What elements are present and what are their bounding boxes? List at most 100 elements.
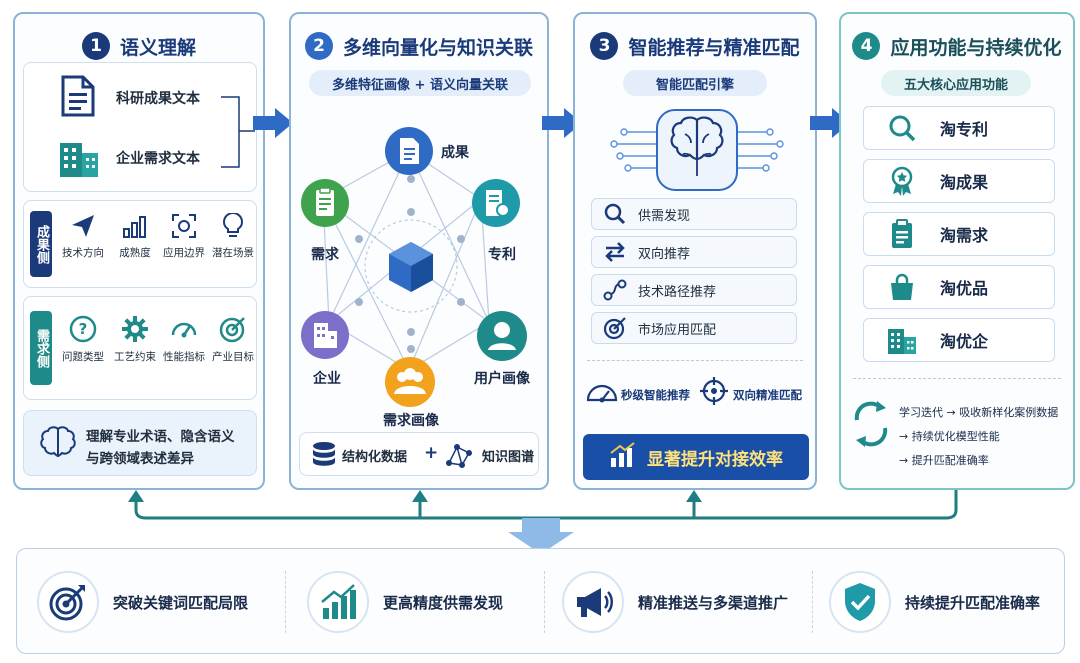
benefit-separator-2 bbox=[544, 571, 545, 633]
target-icon bbox=[219, 317, 245, 343]
speedometer-icon bbox=[171, 322, 197, 338]
efficiency-cta-button[interactable]: 显著提升对接效率 bbox=[583, 434, 809, 480]
panel4-title: 应用功能与持续优化 bbox=[890, 36, 1062, 59]
focus-frame-icon bbox=[172, 214, 196, 238]
cube-icon bbox=[389, 242, 433, 292]
engine-label: 智能匹配引擎 bbox=[623, 70, 767, 96]
building-icon bbox=[58, 139, 100, 183]
node-achievement-icon bbox=[384, 126, 434, 180]
demand-item-process-constraint: 工艺约束 bbox=[112, 315, 158, 364]
func-goods[interactable]: 淘优品 bbox=[863, 265, 1055, 309]
structured-data-label: 结构化数据 bbox=[342, 450, 408, 465]
panel3-title: 智能推荐与精准匹配 bbox=[628, 36, 800, 59]
paper-plane-icon bbox=[72, 215, 94, 237]
node-demand-label: 需求 bbox=[311, 247, 339, 263]
bar-chart-icon bbox=[123, 216, 146, 238]
node-enterprise-icon bbox=[300, 310, 350, 364]
ai-brain-icon bbox=[610, 109, 784, 191]
benefit-accuracy-improvement: 持续提升匹配准确率 bbox=[829, 571, 1040, 633]
semantic-summary-card: 理解专业术语、隐含语义 与跨领域表述差异 bbox=[23, 410, 257, 476]
achievement-side-tag: 成果侧 bbox=[30, 211, 52, 277]
demand-side-tag: 需求侧 bbox=[30, 311, 52, 385]
feature-fast-recommend: 秒级智能推荐 bbox=[621, 388, 690, 402]
match-item-two-way[interactable]: 双向推荐 bbox=[591, 236, 797, 268]
panel2-title: 多维向量化与知识关联 bbox=[342, 36, 533, 59]
knowledge-graph-label: 知识图谱 bbox=[482, 450, 535, 465]
panel2-subtitle: 多维特征画像 + 语义向量关联 bbox=[309, 70, 531, 96]
panel1-title: 语义理解 bbox=[119, 36, 196, 59]
input-research-text: 科研成果文本 bbox=[116, 91, 200, 107]
step-number-2: 2 bbox=[304, 32, 333, 60]
func-demand[interactable]: 淘需求 bbox=[863, 212, 1055, 256]
merge-connector-lines bbox=[221, 96, 255, 168]
panel-semantic-understanding: 1 语义理解 科研成果文本 企业需求文本 成果侧 技术方向 成熟度 应用边界 bbox=[13, 12, 265, 490]
demand-item-industry-goal: 产业目标 bbox=[210, 315, 256, 364]
step-number-1: 1 bbox=[81, 32, 110, 60]
achieve-item-maturity: 成熟度 bbox=[112, 213, 158, 260]
match-item-market-application[interactable]: 市场应用匹配 bbox=[591, 312, 797, 344]
growth-chart-icon bbox=[609, 442, 637, 472]
summary-line-2: 与跨领域表述差异 bbox=[86, 451, 194, 467]
panel3-divider bbox=[587, 360, 803, 361]
benefit-separator-1 bbox=[285, 571, 286, 633]
panel-smart-matching: 3 智能推荐与精准匹配 智能匹配引擎 供需发现 双向推荐 技术路径推荐 市场应用… bbox=[573, 12, 817, 490]
node-demand-portrait-icon bbox=[384, 356, 436, 412]
loop-step-1: 学习迭代 → 吸收新样化案例数据 bbox=[899, 406, 1059, 419]
achieve-item-boundary: 应用边界 bbox=[160, 213, 208, 260]
benefits-bar: 突破关键词匹配局限 更高精度供需发现 精准推送与多渠道推广 持续提升匹配准确率 bbox=[16, 548, 1065, 654]
panel4-subtitle: 五大核心应用功能 bbox=[881, 70, 1031, 96]
question-icon: ? bbox=[69, 315, 97, 343]
panel4-header: 4 应用功能与持续优化 bbox=[841, 28, 1073, 64]
node-user-portrait-label: 用户画像 bbox=[474, 371, 530, 387]
search-icon bbox=[864, 114, 940, 142]
node-patent-label: 专利 bbox=[488, 247, 516, 263]
node-demand-portrait-label: 需求画像 bbox=[383, 413, 439, 429]
lightbulb-icon bbox=[222, 213, 244, 237]
summary-line-1: 理解专业术语、隐含语义 bbox=[86, 429, 235, 445]
benefit-precision-discovery: 更高精度供需发现 bbox=[307, 571, 503, 633]
node-user-portrait-icon bbox=[476, 310, 528, 366]
match-item-tech-path[interactable]: 技术路径推荐 bbox=[591, 274, 797, 306]
panel-application-optimization: 4 应用功能与持续优化 五大核心应用功能 淘专利 淘成果 淘需求 淘优品 淘优企… bbox=[839, 12, 1075, 490]
node-enterprise-label: 企业 bbox=[313, 371, 341, 387]
database-icon bbox=[312, 441, 336, 473]
clipboard-icon bbox=[864, 219, 940, 249]
panel2-header: 2 多维向量化与知识关联 bbox=[291, 28, 547, 64]
plus-sign: + bbox=[424, 443, 439, 463]
func-patent[interactable]: 淘专利 bbox=[863, 106, 1055, 150]
achievement-side-card: 成果侧 技术方向 成熟度 应用边界 潜在场景 bbox=[23, 200, 257, 288]
flow-arrow-1 bbox=[253, 108, 293, 138]
shield-check-icon bbox=[829, 571, 891, 633]
refresh-cycle-icon bbox=[851, 396, 891, 456]
feedback-loop-connector bbox=[128, 490, 958, 554]
target-arrow-icon bbox=[592, 316, 638, 340]
data-sources-card: 结构化数据 + 知识图谱 bbox=[299, 432, 539, 476]
func-achievement[interactable]: 淘成果 bbox=[863, 159, 1055, 203]
bullseye-icon bbox=[37, 571, 99, 633]
func-enterprise[interactable]: 淘优企 bbox=[863, 318, 1055, 362]
svg-text:?: ? bbox=[79, 320, 88, 338]
step-number-4: 4 bbox=[852, 32, 881, 60]
brain-outline-icon bbox=[38, 425, 78, 467]
match-item-supply-demand[interactable]: 供需发现 bbox=[591, 198, 797, 230]
shopping-bag-icon bbox=[864, 273, 940, 301]
panel4-divider bbox=[853, 378, 1061, 379]
node-achievement-label: 成果 bbox=[441, 145, 469, 161]
panel1-header: 1 语义理解 bbox=[15, 28, 263, 64]
magnifier-icon bbox=[592, 203, 638, 225]
achieve-item-scenario: 潜在场景 bbox=[210, 213, 256, 260]
swap-arrows-icon bbox=[592, 241, 638, 263]
benefit-break-keyword-limit: 突破关键词匹配局限 bbox=[37, 571, 248, 633]
loop-step-3: → 提升匹配准确率 bbox=[899, 454, 989, 467]
knowledge-graph-icon bbox=[444, 441, 474, 473]
demand-side-card: 需求侧 ? 问题类型 工艺约束 性能指标 产业目标 bbox=[23, 296, 257, 400]
input-enterprise-text: 企业需求文本 bbox=[116, 151, 200, 167]
route-icon bbox=[592, 279, 638, 301]
demand-item-problem-type: ? 问题类型 bbox=[58, 315, 108, 364]
award-icon bbox=[864, 166, 940, 196]
step-number-3: 3 bbox=[590, 32, 619, 60]
achieve-item-tech-direction: 技术方向 bbox=[58, 213, 108, 260]
crosshair-icon bbox=[699, 376, 729, 410]
panel-vectorization: 2 多维向量化与知识关联 多维特征画像 + 语义向量关联 成果 专利 用户画像 … bbox=[289, 12, 549, 490]
gear-icon bbox=[122, 316, 148, 342]
